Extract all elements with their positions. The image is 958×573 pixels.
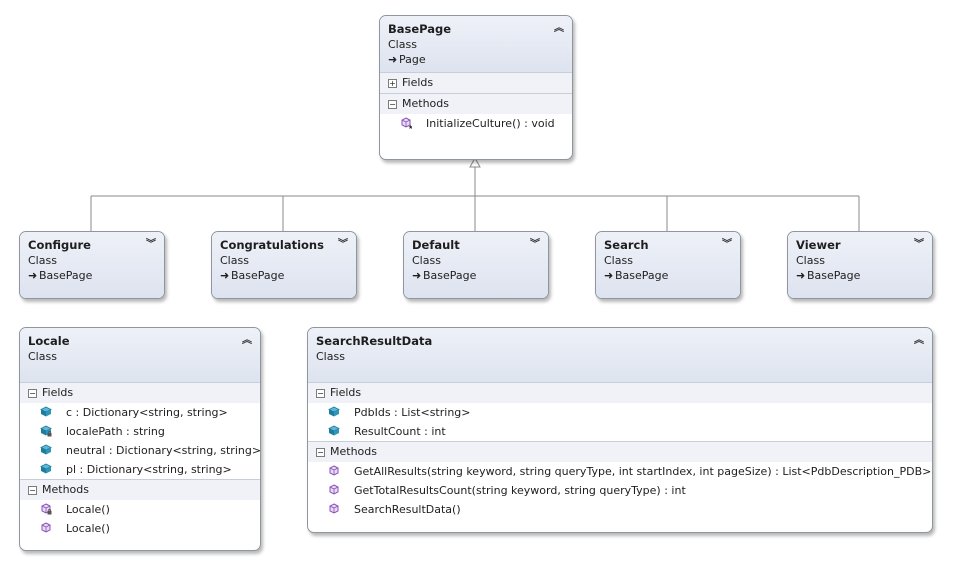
class-kind: Class bbox=[28, 350, 57, 363]
class-header[interactable]: Viewer Class ➜BasePage ︾ bbox=[788, 232, 932, 298]
public-method-icon bbox=[329, 465, 339, 476]
base-class: ➜BasePage bbox=[604, 269, 669, 282]
collapse-icon[interactable]: − bbox=[316, 389, 325, 398]
class-kind: Class bbox=[604, 254, 633, 267]
public-method-icon bbox=[329, 484, 339, 495]
base-class: ➜BasePage bbox=[412, 269, 477, 282]
base-class: ➜BasePage bbox=[796, 269, 861, 282]
class-kind: Class bbox=[28, 254, 57, 267]
collapse-icon[interactable]: − bbox=[316, 448, 325, 457]
class-name: Viewer bbox=[796, 238, 841, 252]
inherits-arrow-icon: ➜ bbox=[796, 269, 806, 282]
collapse-chevron-icon[interactable]: ︽ bbox=[914, 335, 924, 346]
member-row[interactable]: GetAllResults(string keyword, string que… bbox=[308, 462, 932, 481]
class-name: Congratulations bbox=[220, 238, 324, 252]
class-header[interactable]: Default Class ➜BasePage ︾ bbox=[404, 232, 548, 298]
class-header[interactable]: BasePage Class ➜Page ︽ bbox=[380, 16, 572, 72]
inherits-arrow-icon: ➜ bbox=[220, 269, 230, 282]
public-field-icon bbox=[40, 444, 52, 455]
collapse-chevron-icon[interactable]: ︽ bbox=[242, 335, 252, 346]
inherits-arrow-icon: ➜ bbox=[28, 269, 38, 282]
class-box-basepage[interactable]: BasePage Class ➜Page ︽ +Fields −Methods … bbox=[379, 15, 573, 160]
class-name: BasePage bbox=[388, 22, 452, 36]
private-field-icon bbox=[40, 425, 52, 437]
class-box-configure[interactable]: Configure Class ➜BasePage ︾ bbox=[19, 231, 165, 299]
collapse-chevron-icon[interactable]: ︽ bbox=[554, 23, 564, 34]
class-box-default[interactable]: Default Class ➜BasePage ︾ bbox=[403, 231, 549, 299]
base-class: ➜BasePage bbox=[220, 269, 285, 282]
expand-icon[interactable]: + bbox=[388, 79, 397, 88]
public-field-icon bbox=[40, 463, 52, 474]
public-field-icon bbox=[40, 406, 52, 417]
class-header[interactable]: Congratulations Class ➜BasePage ︾ bbox=[212, 232, 356, 298]
class-name: Default bbox=[412, 238, 460, 252]
member-row[interactable]: SearchResultData() bbox=[308, 500, 932, 519]
class-header[interactable]: Configure Class ➜BasePage ︾ bbox=[20, 232, 164, 298]
public-method-icon bbox=[329, 503, 339, 514]
member-row[interactable]: ★InitializeCulture() : void bbox=[380, 114, 572, 133]
class-name: Search bbox=[604, 238, 649, 252]
class-kind: Class bbox=[316, 350, 345, 363]
member-row[interactable]: ResultCount : int bbox=[308, 422, 932, 441]
inheritance-arrowhead bbox=[469, 156, 481, 168]
expand-chevron-icon[interactable]: ︾ bbox=[722, 239, 732, 250]
class-header[interactable]: SearchResultData Class ︽ bbox=[308, 328, 932, 382]
member-row[interactable]: c : Dictionary<string, string> bbox=[20, 403, 260, 422]
class-kind: Class bbox=[796, 254, 825, 267]
class-box-viewer[interactable]: Viewer Class ➜BasePage ︾ bbox=[787, 231, 933, 299]
class-kind: Class bbox=[388, 38, 417, 51]
base-class: ➜BasePage bbox=[28, 269, 93, 282]
base-class: ➜Page bbox=[388, 53, 426, 66]
member-row[interactable]: pl : Dictionary<string, string> bbox=[20, 460, 260, 479]
class-name: Configure bbox=[28, 238, 91, 252]
expand-chevron-icon[interactable]: ︾ bbox=[530, 239, 540, 250]
class-kind: Class bbox=[220, 254, 249, 267]
public-method-icon bbox=[41, 522, 51, 533]
private-method-icon bbox=[41, 503, 52, 515]
expand-chevron-icon[interactable]: ︾ bbox=[338, 239, 348, 250]
fields-compartment-header[interactable]: −Fields bbox=[20, 382, 260, 403]
public-field-icon bbox=[328, 425, 340, 436]
inherits-arrow-icon: ➜ bbox=[388, 53, 398, 66]
member-row[interactable]: Locale() bbox=[20, 519, 260, 538]
methods-compartment-header[interactable]: −Methods bbox=[308, 441, 932, 462]
class-box-search[interactable]: Search Class ➜BasePage ︾ bbox=[595, 231, 741, 299]
public-field-icon bbox=[328, 406, 340, 417]
class-header[interactable]: Locale Class ︽ bbox=[20, 328, 260, 382]
fields-compartment-header[interactable]: +Fields bbox=[380, 72, 572, 93]
expand-chevron-icon[interactable]: ︾ bbox=[914, 239, 924, 250]
expand-chevron-icon[interactable]: ︾ bbox=[146, 239, 156, 250]
class-box-locale[interactable]: Locale Class ︽ −Fields c : Dictionary<st… bbox=[19, 327, 261, 551]
inherits-arrow-icon: ➜ bbox=[412, 269, 422, 282]
class-name: Locale bbox=[28, 334, 70, 348]
class-name: SearchResultData bbox=[316, 334, 433, 348]
member-row[interactable]: PdbIds : List<string> bbox=[308, 403, 932, 422]
svg-text:★: ★ bbox=[408, 124, 412, 129]
protected-method-icon: ★ bbox=[401, 117, 412, 129]
collapse-icon[interactable]: − bbox=[28, 486, 37, 495]
class-box-searchresultdata[interactable]: SearchResultData Class ︽ −Fields PdbIds … bbox=[307, 327, 933, 533]
fields-compartment-header[interactable]: −Fields bbox=[308, 382, 932, 403]
collapse-icon[interactable]: − bbox=[28, 389, 37, 398]
methods-compartment-header[interactable]: −Methods bbox=[380, 93, 572, 114]
class-header[interactable]: Search Class ➜BasePage ︾ bbox=[596, 232, 740, 298]
collapse-icon[interactable]: − bbox=[388, 100, 397, 109]
member-row[interactable]: GetTotalResultsCount(string keyword, str… bbox=[308, 481, 932, 500]
member-row[interactable]: localePath : string bbox=[20, 422, 260, 441]
class-kind: Class bbox=[412, 254, 441, 267]
class-box-congratulations[interactable]: Congratulations Class ➜BasePage ︾ bbox=[211, 231, 357, 299]
inherits-arrow-icon: ➜ bbox=[604, 269, 614, 282]
member-row[interactable]: neutral : Dictionary<string, string> bbox=[20, 441, 260, 460]
member-row[interactable]: Locale() bbox=[20, 500, 260, 519]
methods-compartment-header[interactable]: −Methods bbox=[20, 479, 260, 500]
